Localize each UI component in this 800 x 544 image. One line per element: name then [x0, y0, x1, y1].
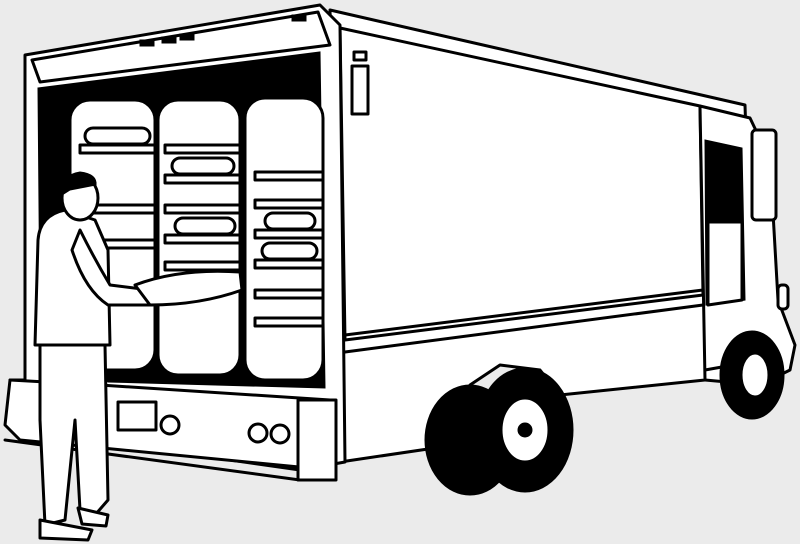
bread-shelves — [78, 126, 325, 328]
truck-cab — [698, 104, 797, 387]
front-wheel — [719, 330, 785, 420]
delivery-worker — [33, 171, 244, 542]
rear-wheel — [424, 367, 574, 496]
